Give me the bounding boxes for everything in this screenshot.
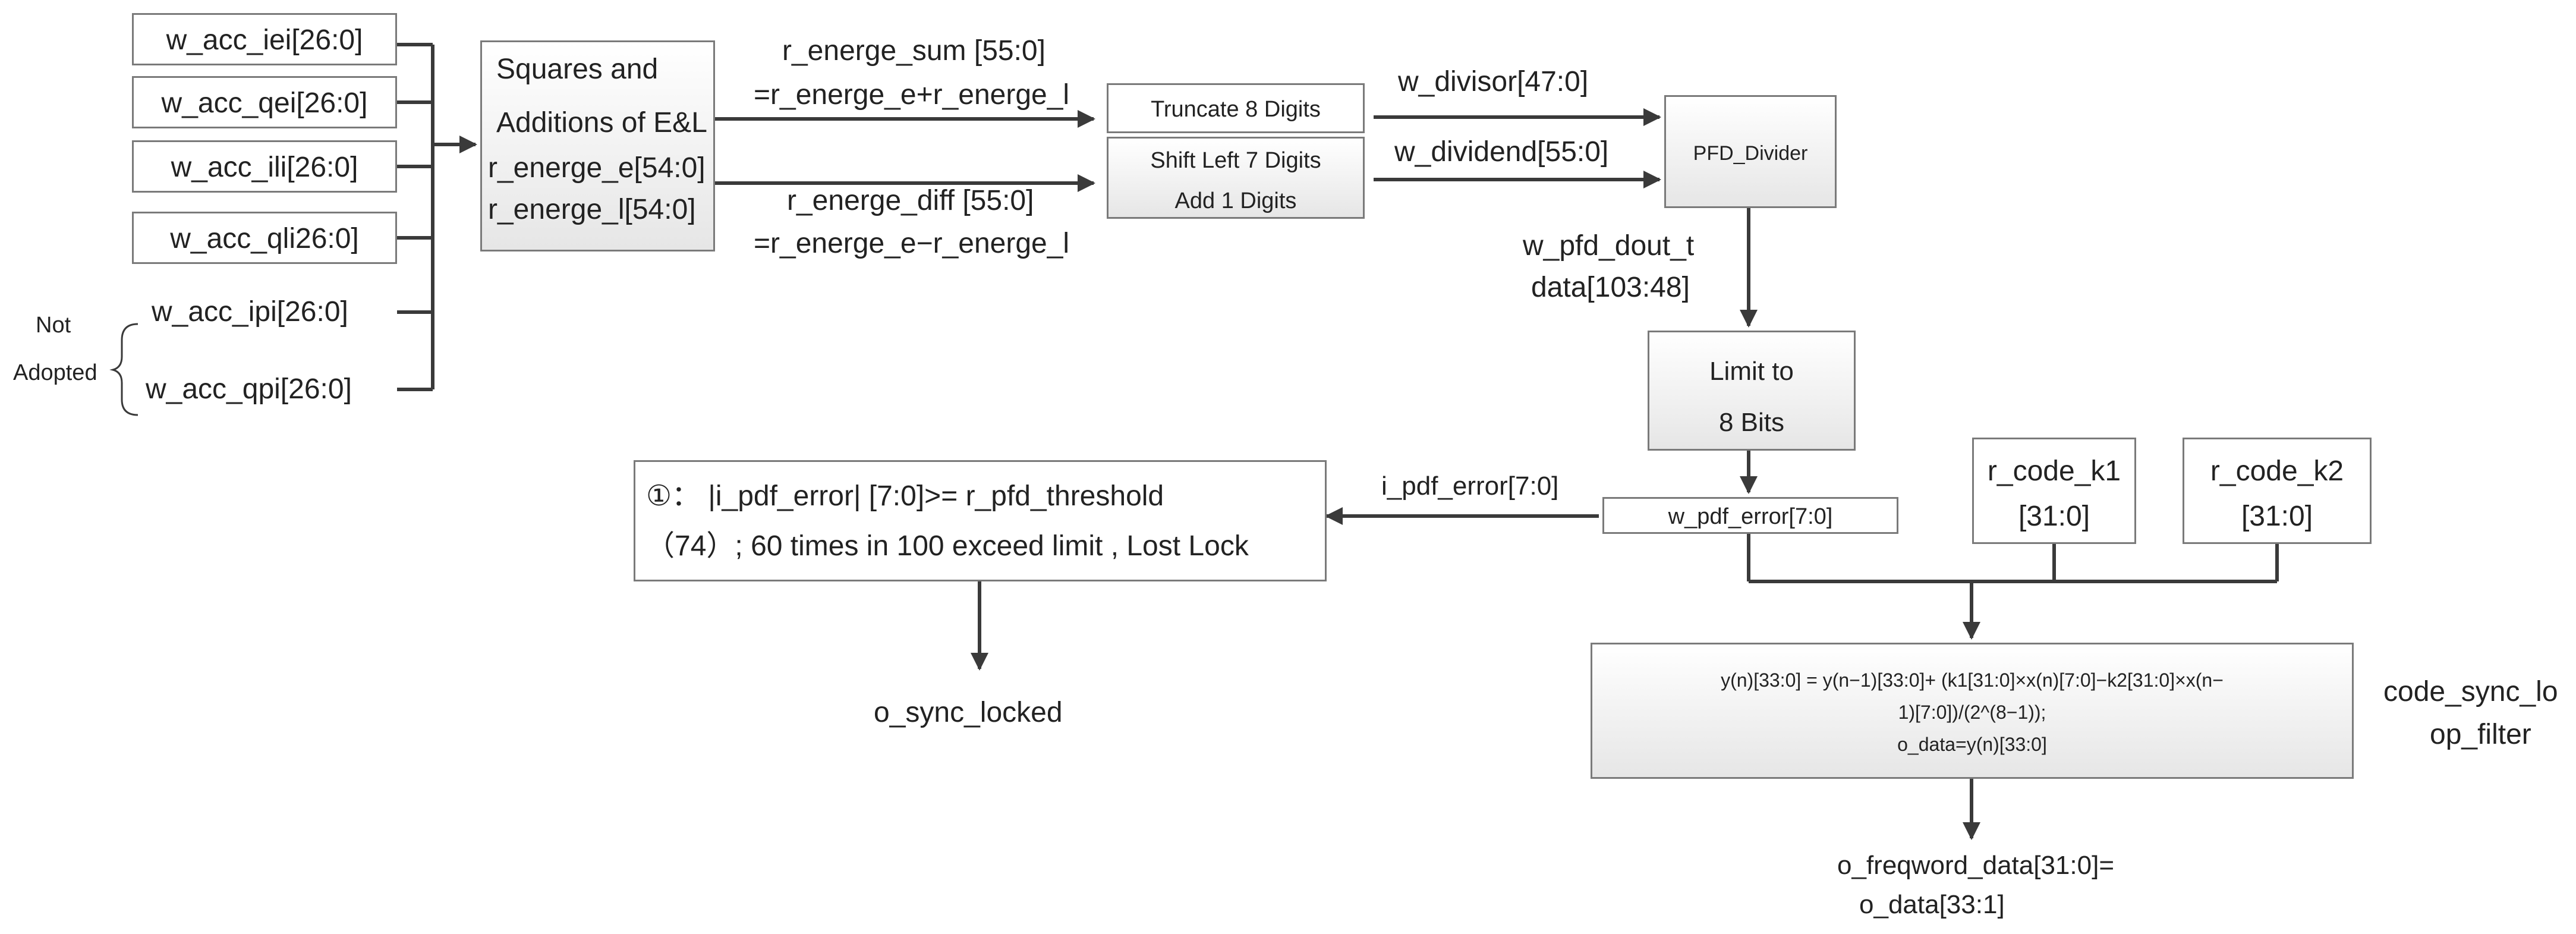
squares-additions-box: Squares and Additions of E&L r_energe_e[… bbox=[480, 40, 715, 251]
code-k1-label-2: [31:0] bbox=[2018, 501, 2090, 532]
input-label-iei: w_acc_iei[26:0] bbox=[166, 24, 363, 56]
filter-name-line-2: op_filter bbox=[2430, 719, 2531, 750]
code-k1-label-1: r_code_k1 bbox=[1987, 455, 2121, 487]
energe-sum-label: r_energe_sum [55:0] bbox=[782, 35, 1045, 67]
input-label-qli: w_acc_qli26:0] bbox=[170, 223, 359, 254]
input-label-qpi: w_acc_qpi[26:0] bbox=[146, 373, 352, 405]
shift-box: Shift Left 7 Digits Add 1 Digits bbox=[1107, 137, 1365, 219]
code-k2-label-1: r_code_k2 bbox=[2210, 455, 2344, 487]
code-k2-box: r_code_k2 [31:0] bbox=[2183, 438, 2372, 544]
shift-label-2: Add 1 Digits bbox=[1174, 188, 1297, 213]
energe-diff-label: r_energe_diff [55:0] bbox=[787, 185, 1034, 216]
limit-box: Limit to 8 Bits bbox=[1648, 331, 1856, 451]
lost-lock-line-1: ①： |i_pdf_error| [7:0]>= r_pfd_threshold bbox=[646, 480, 1164, 512]
code-k2-label-2: [31:0] bbox=[2241, 501, 2313, 532]
input-box-iei: w_acc_iei[26:0] bbox=[132, 13, 397, 65]
energe-l-label: r_energe_l[54:0] bbox=[488, 194, 696, 225]
filter-formula-line-2: 1)[7:0])/(2^(8−1)); bbox=[1898, 702, 2046, 723]
input-label-ili: w_acc_ili[26:0] bbox=[171, 152, 358, 183]
truncate-box: Truncate 8 Digits bbox=[1107, 83, 1365, 133]
pfd-divider-box: PFD_Divider bbox=[1664, 95, 1837, 208]
squares-line-1: Squares and bbox=[496, 54, 659, 85]
pdf-error-box: w_pdf_error[7:0] bbox=[1602, 497, 1898, 534]
input-box-qei: w_acc_qei[26:0] bbox=[132, 76, 397, 128]
input-box-qli: w_acc_qli26:0] bbox=[132, 212, 397, 264]
filter-formula-line-1: y(n)[33:0] = y(n−1)[33:0]+ (k1[31:0]×x(n… bbox=[1721, 669, 2224, 691]
lost-lock-line-2: （74）; 60 times in 100 exceed limit , Los… bbox=[646, 530, 1249, 562]
dividend-label: w_dividend[55:0] bbox=[1394, 136, 1609, 168]
energe-sum-formula: =r_energe_e+r_energe_l bbox=[754, 79, 1070, 111]
limit-label-1: Limit to bbox=[1709, 357, 1794, 386]
input-label-qei: w_acc_qei[26:0] bbox=[161, 87, 368, 119]
pfd-dout-label-1: w_pfd_dout_t bbox=[1523, 230, 1695, 262]
freqword-label-1: o_freqword_data[31:0]= bbox=[1837, 851, 2115, 880]
input-box-ili: w_acc_ili[26:0] bbox=[132, 140, 397, 193]
lost-lock-box: ①： |i_pdf_error| [7:0]>= r_pfd_threshold… bbox=[634, 460, 1327, 581]
i-pdf-error-label: i_pdf_error[7:0] bbox=[1381, 471, 1559, 501]
filter-output-line: o_data=y(n)[33:0] bbox=[1897, 734, 2047, 755]
not-adopted-label-1: Not bbox=[36, 313, 71, 338]
not-adopted-brace bbox=[109, 323, 138, 416]
sync-locked-label: o_sync_locked bbox=[874, 697, 1063, 728]
pfd-dout-label-2: data[103:48] bbox=[1531, 272, 1690, 303]
energe-e-label: r_energe_e[54:0] bbox=[488, 152, 706, 184]
code-k1-box: r_code_k1 [31:0] bbox=[1972, 438, 2136, 544]
pfd-divider-label: PFD_Divider bbox=[1693, 142, 1808, 165]
squares-line-2: Additions of E&L bbox=[496, 107, 707, 139]
energe-diff-formula: =r_energe_e−r_energe_l bbox=[754, 228, 1070, 259]
not-adopted-label-2: Adopted bbox=[13, 360, 97, 385]
shift-label-1: Shift Left 7 Digits bbox=[1150, 148, 1321, 173]
limit-label-2: 8 Bits bbox=[1718, 408, 1785, 437]
freqword-label-2: o_data[33:1] bbox=[1859, 890, 2005, 919]
filter-name-line-1: code_sync_lo bbox=[2383, 676, 2558, 707]
loop-filter-box: y(n)[33:0] = y(n−1)[33:0]+ (k1[31:0]×x(n… bbox=[1591, 643, 2354, 779]
pdf-error-label: w_pdf_error[7:0] bbox=[1668, 504, 1833, 529]
input-label-ipi: w_acc_ipi[26:0] bbox=[152, 296, 348, 328]
truncate-label: Truncate 8 Digits bbox=[1151, 97, 1321, 122]
divisor-label: w_divisor[47:0] bbox=[1398, 66, 1589, 98]
